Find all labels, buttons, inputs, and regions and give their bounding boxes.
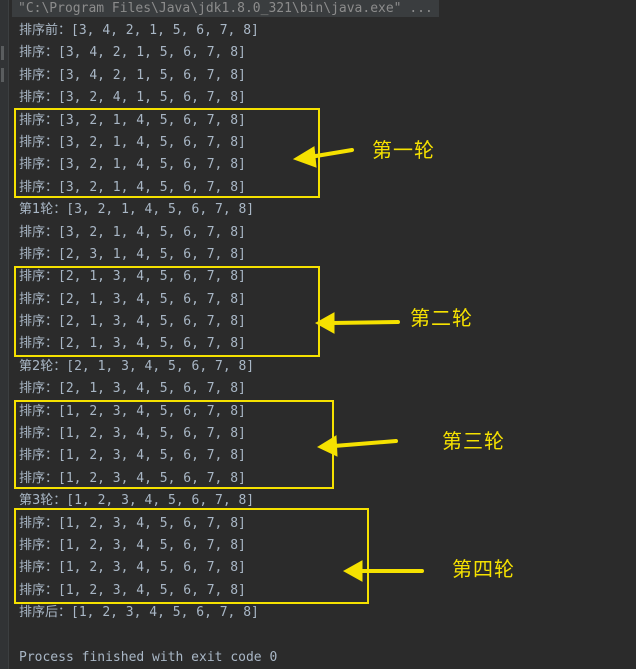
round3-annotation: 第三轮: [442, 429, 505, 453]
line-value: [1, 2, 3, 4, 5, 6, 7, 8]: [58, 426, 246, 442]
gutter-marker: [1, 46, 4, 60]
output-line: 排序前：[3, 4, 2, 1, 5, 6, 7, 8]: [19, 20, 259, 42]
round3-arrow-icon: [332, 439, 398, 448]
line-value: [2, 1, 3, 4, 5, 6, 7, 8]: [58, 314, 246, 330]
output-line: 排序：[3, 2, 1, 4, 5, 6, 7, 8]: [19, 110, 259, 132]
line-value: [2, 3, 1, 4, 5, 6, 7, 8]: [58, 246, 246, 262]
line-value: [3, 2, 1, 4, 5, 6, 7, 8]: [58, 179, 246, 195]
line-value: [3, 4, 2, 1, 5, 6, 7, 8]: [71, 23, 259, 38]
gutter-marker: [1, 68, 4, 82]
line-value: [1, 2, 3, 4, 5, 6, 7, 8]: [58, 448, 246, 464]
output-line: 排序：[2, 1, 3, 4, 5, 6, 7, 8]: [19, 289, 259, 311]
output-line: 排序：[1, 2, 3, 4, 5, 6, 7, 8]: [19, 580, 259, 602]
output-line: 排序：[3, 4, 2, 1, 5, 6, 7, 8]: [19, 65, 259, 87]
line-label: 排序前：: [19, 23, 72, 38]
line-label: 排序：: [19, 90, 59, 106]
line-value: [3, 2, 1, 4, 5, 6, 7, 8]: [58, 112, 246, 128]
line-label: 排序：: [19, 336, 59, 352]
line-value: [1, 2, 3, 4, 5, 6, 7, 8]: [58, 403, 246, 419]
output-line: 排序：[3, 2, 4, 1, 5, 6, 7, 8]: [19, 87, 259, 109]
output-line: 排序：[1, 2, 3, 4, 5, 6, 7, 8]: [19, 445, 259, 467]
output-line: 排序：[3, 2, 1, 4, 5, 6, 7, 8]: [19, 132, 259, 154]
output-line: 排序：[3, 4, 2, 1, 5, 6, 7, 8]: [19, 42, 259, 64]
output-line: 第1轮：[3, 2, 1, 4, 5, 6, 7, 8]: [19, 199, 259, 221]
line-label: 第3轮：: [19, 493, 67, 509]
line-value: [1, 2, 3, 4, 5, 6, 7, 8]: [58, 582, 246, 598]
line-value: [2, 1, 3, 4, 5, 6, 7, 8]: [66, 358, 255, 374]
round1-annotation: 第一轮: [372, 138, 435, 162]
line-value: [3, 2, 1, 4, 5, 6, 7, 8]: [58, 157, 246, 173]
line-label: 排序：: [19, 291, 59, 307]
line-value: [1, 2, 3, 4, 5, 6, 7, 8]: [71, 605, 259, 621]
output-line: 排序：[2, 1, 3, 4, 5, 6, 7, 8]: [19, 311, 259, 333]
output-line: 排序：[2, 3, 1, 4, 5, 6, 7, 8]: [19, 244, 259, 266]
line-label: 排序：: [19, 224, 59, 240]
line-label: 排序：: [19, 112, 59, 128]
line-value: [2, 1, 3, 4, 5, 6, 7, 8]: [58, 291, 246, 307]
line-label: 排序：: [19, 515, 59, 531]
round2-highlight-box: [14, 266, 320, 357]
output-line: 排序：[3, 2, 1, 4, 5, 6, 7, 8]: [19, 154, 259, 176]
line-label: 排序：: [19, 45, 59, 61]
line-label: 排序：: [19, 537, 59, 553]
line-value: [1, 2, 3, 4, 5, 6, 7, 8]: [66, 493, 255, 509]
console-output[interactable]: 排序前：[3, 4, 2, 1, 5, 6, 7, 8] 排序：[3, 4, 2…: [19, 20, 259, 625]
line-label: 排序：: [19, 381, 59, 397]
line-value: [3, 2, 4, 1, 5, 6, 7, 8]: [58, 90, 246, 106]
process-finished-message: Process finished with exit code 0: [19, 650, 278, 665]
output-line: 排序：[1, 2, 3, 4, 5, 6, 7, 8]: [19, 423, 259, 445]
line-value: [3, 2, 1, 4, 5, 6, 7, 8]: [58, 134, 246, 150]
line-value: [3, 4, 2, 1, 5, 6, 7, 8]: [58, 67, 246, 83]
line-label: 排序：: [19, 67, 59, 83]
output-line: 排序：[1, 2, 3, 4, 5, 6, 7, 8]: [19, 557, 259, 579]
line-label: 排序：: [19, 179, 59, 195]
output-line: 第2轮：[2, 1, 3, 4, 5, 6, 7, 8]: [19, 356, 259, 378]
line-label: 排序：: [19, 134, 59, 150]
line-value: [3, 2, 1, 4, 5, 6, 7, 8]: [58, 224, 246, 240]
output-line: 排序：[2, 1, 3, 4, 5, 6, 7, 8]: [19, 266, 259, 288]
line-value: [1, 2, 3, 4, 5, 6, 7, 8]: [58, 537, 246, 553]
command-line[interactable]: "C:\Program Files\Java\jdk1.8.0_321\bin\…: [12, 0, 439, 17]
line-value: [2, 1, 3, 4, 5, 6, 7, 8]: [58, 381, 246, 397]
line-label: 排序：: [19, 314, 59, 330]
output-line: 排序后：[1, 2, 3, 4, 5, 6, 7, 8]: [19, 602, 259, 624]
output-line: 排序：[1, 2, 3, 4, 5, 6, 7, 8]: [19, 513, 259, 535]
output-line: 排序：[1, 2, 3, 4, 5, 6, 7, 8]: [19, 401, 259, 423]
line-label: 排序：: [19, 448, 59, 464]
round4-annotation: 第四轮: [452, 557, 515, 581]
round3-highlight-box: [14, 400, 334, 489]
output-line: 排序：[2, 1, 3, 4, 5, 6, 7, 8]: [19, 333, 259, 355]
round2-annotation: 第二轮: [410, 306, 473, 330]
line-value: [3, 2, 1, 4, 5, 6, 7, 8]: [66, 202, 255, 218]
line-label: 排序：: [19, 426, 59, 442]
line-label: 排序：: [19, 470, 59, 486]
line-label: 第1轮：: [19, 202, 67, 218]
line-value: [3, 4, 2, 1, 5, 6, 7, 8]: [58, 45, 246, 61]
output-line: 排序：[1, 2, 3, 4, 5, 6, 7, 8]: [19, 535, 259, 557]
console-gutter: [0, 0, 9, 669]
line-label: 排序：: [19, 157, 59, 173]
line-value: [1, 2, 3, 4, 5, 6, 7, 8]: [58, 560, 246, 576]
line-label: 排序：: [19, 269, 59, 285]
line-value: [2, 1, 3, 4, 5, 6, 7, 8]: [58, 269, 246, 285]
line-label: 第2轮：: [19, 358, 67, 374]
line-label: 排序：: [19, 582, 59, 598]
line-value: [1, 2, 3, 4, 5, 6, 7, 8]: [58, 470, 246, 486]
round2-arrow-icon: [330, 320, 400, 325]
output-line: 排序：[3, 2, 1, 4, 5, 6, 7, 8]: [19, 222, 259, 244]
output-line: 排序：[2, 1, 3, 4, 5, 6, 7, 8]: [19, 378, 259, 400]
round1-highlight-box: [14, 108, 320, 198]
output-line: 排序：[3, 2, 1, 4, 5, 6, 7, 8]: [19, 177, 259, 199]
line-label: 排序：: [19, 560, 59, 576]
line-value: [1, 2, 3, 4, 5, 6, 7, 8]: [58, 515, 246, 531]
round4-highlight-box: [14, 508, 369, 604]
line-label: 排序后：: [19, 605, 72, 621]
output-line: 第3轮：[1, 2, 3, 4, 5, 6, 7, 8]: [19, 490, 259, 512]
line-label: 排序：: [19, 403, 59, 419]
line-value: [2, 1, 3, 4, 5, 6, 7, 8]: [58, 336, 246, 352]
output-line: 排序：[1, 2, 3, 4, 5, 6, 7, 8]: [19, 468, 259, 490]
line-label: 排序：: [19, 246, 59, 262]
